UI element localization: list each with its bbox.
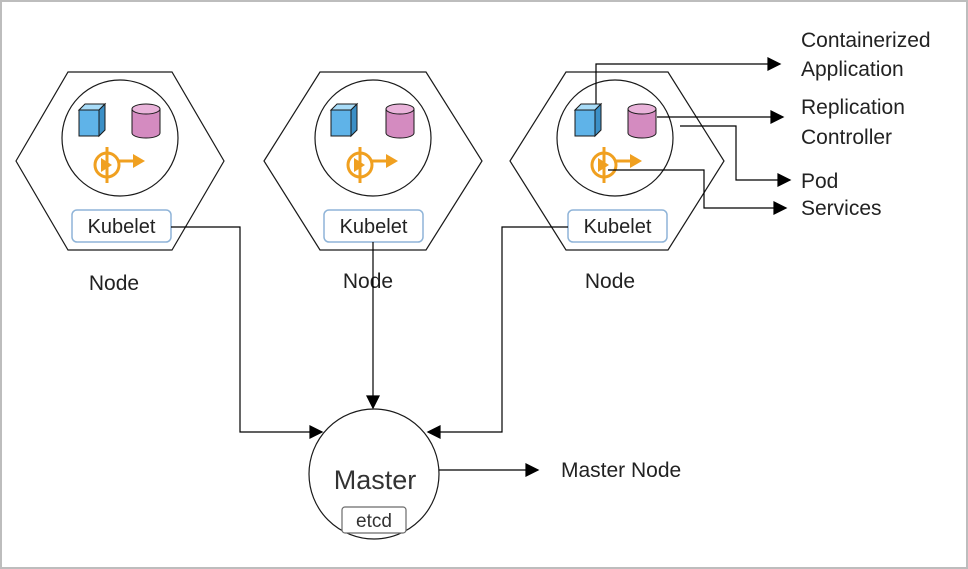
node-1-kubelet-label: Kubelet — [88, 216, 156, 238]
node-2-label: Node — [343, 270, 393, 293]
node-1-pod-circle — [61, 79, 179, 197]
connector-containerized-application — [595, 57, 782, 104]
callout-services: Services — [801, 197, 882, 220]
callout-master-node: Master Node — [561, 459, 681, 482]
callout-containerized-line2: Application — [801, 58, 904, 81]
node-1: Kubelet Node — [15, 71, 225, 295]
node-2-pod-circle — [314, 79, 432, 197]
callout-replication-line2: Controller — [801, 126, 892, 149]
pod-cylinder-icon — [385, 103, 415, 139]
node-1-label: Node — [89, 272, 139, 295]
node-3-pod-circle — [556, 79, 674, 197]
kubelet-master-connectors — [171, 226, 568, 439]
callout-pod: Pod — [801, 170, 838, 193]
master-circle — [308, 408, 440, 540]
master-label: Master — [334, 465, 417, 495]
pod-cylinder-icon — [131, 103, 161, 139]
connector-node3-master — [426, 226, 568, 439]
callout-replication-line1: Replication — [801, 96, 905, 119]
node-2-kubelet-label: Kubelet — [340, 216, 408, 238]
container-cube-icon — [330, 103, 358, 137]
etcd-label: etcd — [356, 511, 392, 532]
master: Master etcd Master Node — [308, 408, 681, 540]
node-2: Kubelet Node — [263, 71, 483, 293]
connector-services — [608, 169, 788, 215]
pod-cylinder-icon — [627, 103, 657, 139]
callout-connectors — [595, 57, 792, 215]
node-3-label: Node — [585, 270, 635, 293]
node-3-kubelet-box — [567, 209, 668, 243]
node-1-kubelet-box — [71, 209, 172, 243]
connector-pod — [680, 125, 792, 187]
callout-containerized-line1: Containerized — [801, 29, 931, 52]
connector-node1-master — [171, 226, 324, 439]
container-cube-icon — [78, 103, 106, 137]
callout-labels: Containerized Application Replication Co… — [801, 29, 931, 220]
etcd-box — [341, 506, 407, 534]
container-cube-icon — [574, 103, 602, 137]
node-3-kubelet-label: Kubelet — [584, 216, 652, 238]
